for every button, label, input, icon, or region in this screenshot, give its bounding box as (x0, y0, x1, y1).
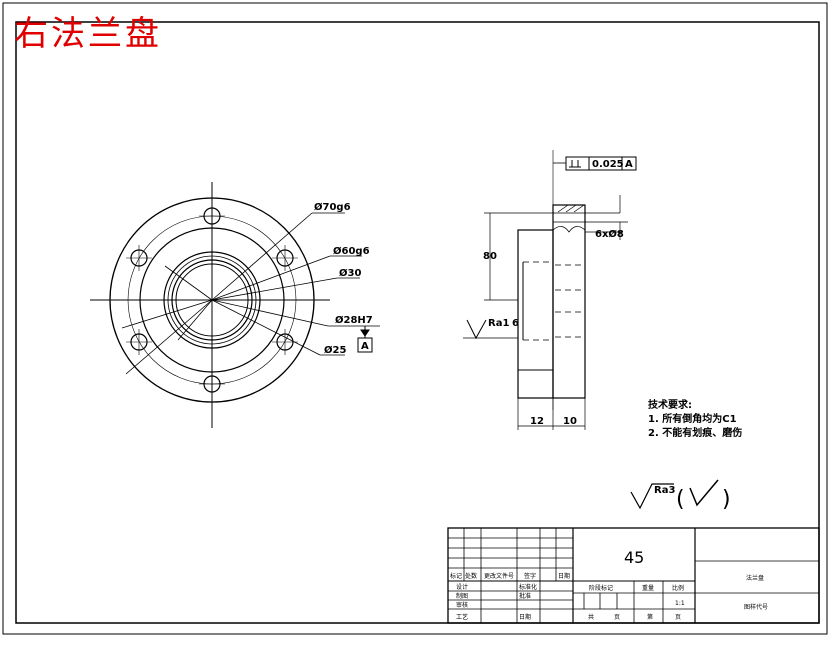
side-view (463, 150, 637, 430)
rev-header-sign: 签字 (524, 572, 536, 580)
tech-heading: 技术要求: (648, 398, 692, 411)
row-process: 工艺 (456, 613, 468, 621)
sheet-unit: 页 (614, 614, 620, 621)
tech-item-2: 2. 不能有划痕、磨伤 (648, 426, 742, 439)
sheet-unit2: 页 (675, 614, 681, 621)
title-block (447, 527, 820, 624)
row-draw: 制图 (456, 592, 468, 600)
dim-d30: Ø30 (339, 267, 361, 279)
height-dim: 80 (483, 251, 497, 262)
weight-label: 重量 (642, 584, 654, 592)
approve-label: 批准 (519, 592, 531, 600)
dim-d25: Ø25 (324, 344, 346, 356)
outer-border (2, 2, 828, 635)
rev-header-date: 日期 (558, 572, 570, 580)
tolerance-value: 0.025 (592, 159, 624, 170)
dim-d60: Ø60g6 (333, 245, 370, 257)
row-check: 审核 (456, 601, 468, 609)
rev-header-mark: 标记 (450, 572, 462, 580)
drawing-title: 右法兰盘 (14, 14, 162, 54)
inner-frame (15, 21, 820, 624)
part-name: 法兰盘 (746, 574, 764, 582)
date-label: 日期 (519, 613, 531, 621)
dim-d70: Ø70g6 (314, 201, 351, 213)
datum-label: A (361, 341, 369, 352)
roughness-symbol-icon (630, 479, 719, 510)
bracket-close: ) (722, 487, 731, 512)
drawing-number: 图样代号 (744, 603, 768, 611)
width-left-dim: 12 (530, 416, 544, 427)
front-view (90, 182, 380, 428)
std-label: 标准化 (519, 583, 537, 591)
stage-label: 阶段标记 (589, 584, 613, 592)
sheet-no: 第 (647, 613, 653, 621)
scale-value: 1:1 (675, 600, 685, 607)
material-value: 45 (624, 548, 644, 567)
bracket-open: ( (676, 487, 685, 512)
holes-dim: 6xØ8 (595, 228, 624, 240)
roughness-value: 6 (512, 318, 519, 329)
width-right-dim: 10 (563, 416, 577, 427)
dim-d28: Ø28H7 (335, 314, 373, 326)
tolerance-datum: A (625, 159, 633, 170)
scale-label: 比例 (672, 584, 684, 592)
roughness-general-label: Ra3 (654, 485, 675, 496)
row-design: 设计 (456, 583, 468, 591)
tech-item-1: 1. 所有倒角均为C1 (648, 412, 737, 425)
rev-header-count: 处数 (465, 572, 477, 580)
roughness-label: Ra1 (488, 318, 509, 329)
sheet-total: 共 (588, 613, 594, 621)
rev-header-doc: 更改文件号 (484, 572, 514, 580)
